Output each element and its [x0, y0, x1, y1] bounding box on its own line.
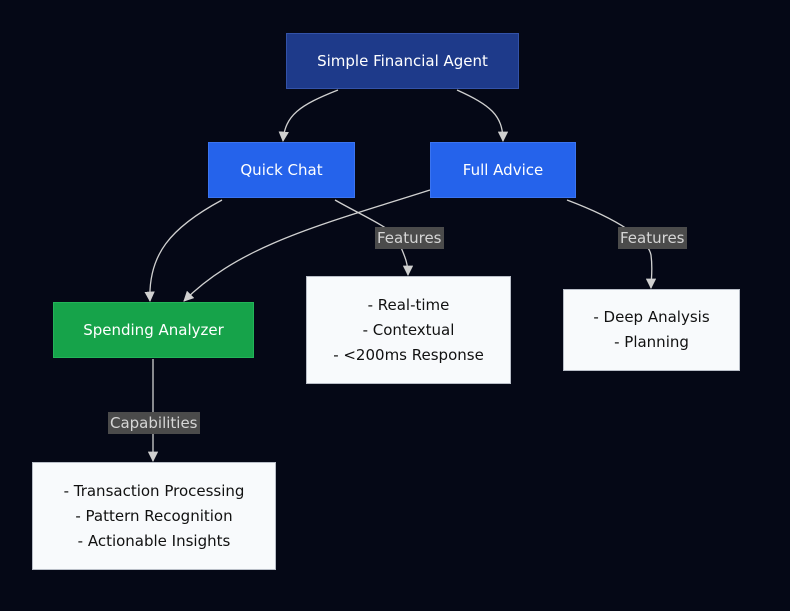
spending-analyzer-label: Spending Analyzer	[83, 320, 224, 339]
quick-chat-features-node: - Real-time - Contextual - <200ms Respon…	[306, 276, 511, 384]
capabilities-text: - Transaction Processing - Pattern Recog…	[63, 481, 245, 550]
edge-quick-chat-to-spending-analyzer	[144, 199, 223, 303]
edge-label-full-features: Features	[618, 227, 687, 249]
root-node: Simple Financial Agent	[286, 33, 519, 89]
spending-analyzer-node: Spending Analyzer	[53, 302, 254, 358]
full-advice-node: Full Advice	[430, 142, 576, 198]
edge-root-to-full-advice	[456, 89, 509, 143]
quick-chat-node: Quick Chat	[208, 142, 355, 198]
edge-root-to-quick-chat	[278, 89, 339, 143]
edge-label-capabilities: Capabilities	[108, 412, 200, 434]
quick-chat-label: Quick Chat	[240, 160, 323, 179]
full-advice-features-text: - Deep Analysis - Planning	[593, 308, 710, 351]
edge-full-advice-to-features	[566, 199, 657, 290]
edge-label-quick-features: Features	[375, 227, 444, 249]
full-advice-features-node: - Deep Analysis - Planning	[563, 289, 740, 371]
quick-chat-features-text: - Real-time - Contextual - <200ms Respon…	[333, 295, 484, 364]
capabilities-node: - Transaction Processing - Pattern Recog…	[32, 462, 276, 570]
full-advice-label: Full Advice	[462, 160, 544, 179]
edge-full-advice-to-spending-analyzer	[183, 189, 431, 302]
root-node-label: Simple Financial Agent	[317, 51, 488, 70]
